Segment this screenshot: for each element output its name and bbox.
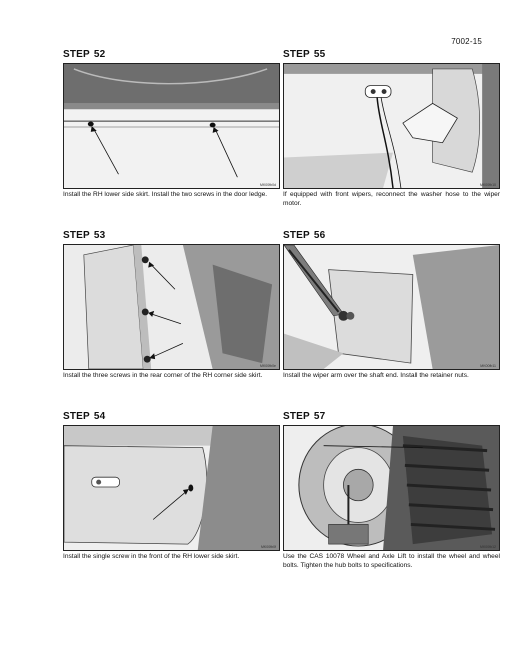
step-caption: Install the wiper arm over the shaft end… xyxy=(283,372,469,379)
figure-code: MK00fb10 xyxy=(480,183,496,187)
step-53-figure: MK00fb0e xyxy=(63,244,280,370)
figure-code: MK00fb0d xyxy=(260,183,276,187)
step-56-figure: MK00fb11 xyxy=(283,244,500,370)
figure-code: MK00fb0e xyxy=(260,364,276,368)
step-55-figure: MK00fb10 xyxy=(283,63,500,189)
step-caption: Use the CAS 10078 Wheel and Axle Lift to… xyxy=(283,553,500,569)
step-caption: Install the RH lower side skirt. Install… xyxy=(63,191,268,198)
step-54-figure: MK00fb0f xyxy=(63,425,280,551)
figure-code: MK00fb11 xyxy=(480,364,496,368)
step-caption: Install the three screws in the rear cor… xyxy=(63,372,263,379)
figure-code: MK00fb0f xyxy=(261,545,276,549)
step-52-figure: MK00fb0d xyxy=(63,63,280,189)
step-caption: If equipped with front wipers, reconnect… xyxy=(283,191,500,207)
page-number: 7002-15 xyxy=(451,37,482,46)
step-57-figure: MK00fb12 xyxy=(283,425,500,551)
step-caption: Install the single screw in the front of… xyxy=(63,553,240,560)
figure-code: MK00fb12 xyxy=(480,545,496,549)
